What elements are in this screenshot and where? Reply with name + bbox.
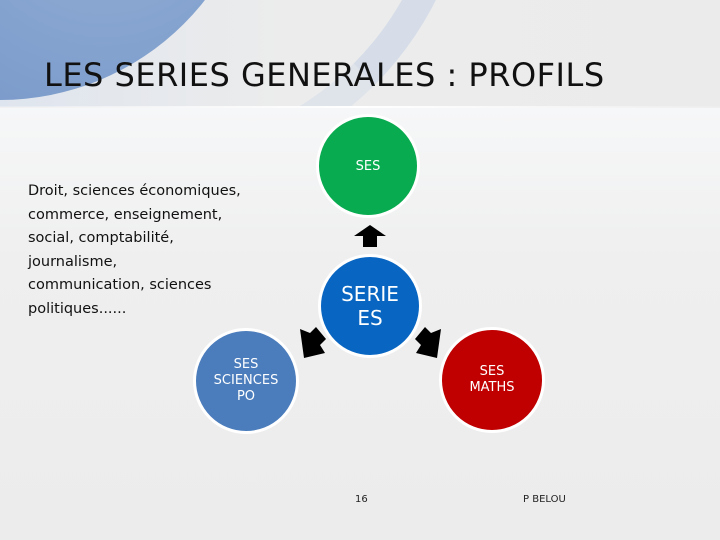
page-number: 16 [355,494,368,505]
arrow-down-right-icon [415,327,441,358]
arrow-up-icon [354,225,386,247]
header-divider [0,106,720,108]
description-line: journalisme, [28,253,118,270]
slide-header [0,0,720,107]
description-line: politiques...... [28,300,127,317]
node-label: SERIE [341,282,399,306]
node-label: ES [357,306,383,330]
node-ses: SES [316,114,420,218]
node-ses-sciences-po: SES SCIENCES PO [193,328,299,434]
description-line: communication, sciences [28,277,212,293]
description-line: social, comptabilité, [28,230,174,246]
node-label: SES [233,357,259,372]
node-label: SES [355,158,381,174]
node-label: PO [236,389,256,404]
author-name: P BELOU [523,494,566,505]
node-label: SES [479,364,505,379]
arrow-down-left-icon [300,327,326,358]
description-line: Droit, sciences économiques, [28,183,241,199]
career-description: Droit, sciences économiques, commerce, e… [28,180,258,321]
node-label: SCIENCES [213,373,279,388]
node-ses-maths: SES MATHS [439,327,545,433]
node-label: MATHS [469,380,515,395]
description-line: commerce, enseignement, [28,206,223,223]
node-serie-es: SERIE ES [318,254,422,358]
slide-title: LES SERIES GENERALES : PROFILS [44,56,605,94]
